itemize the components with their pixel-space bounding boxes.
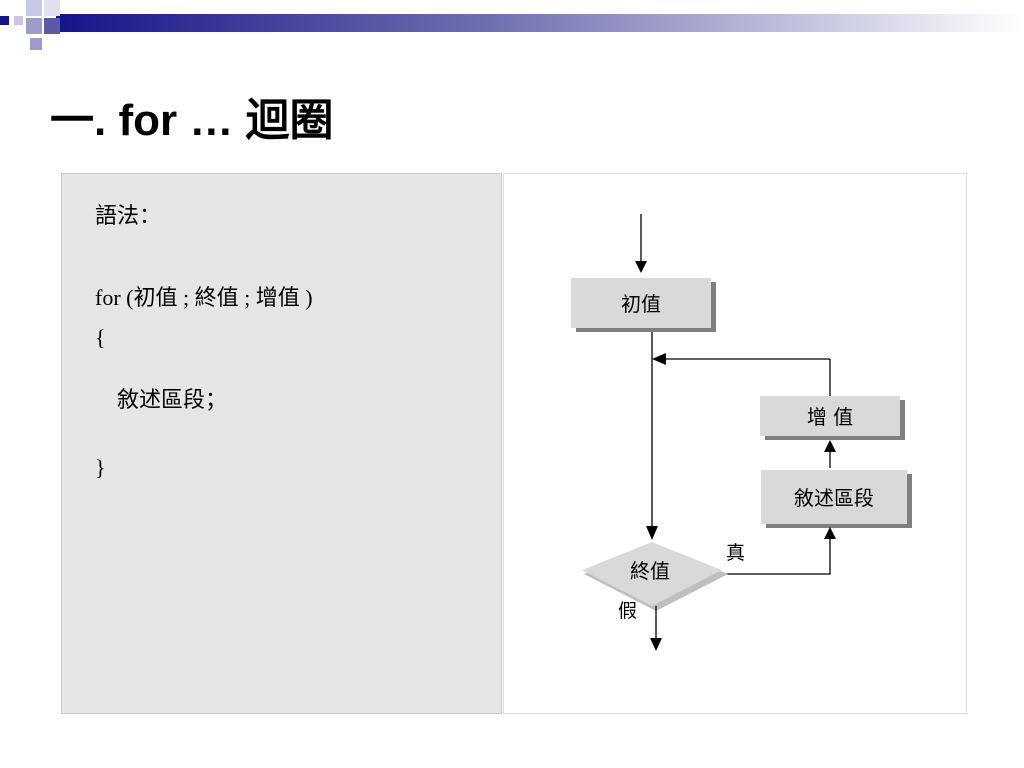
syntax-panel: 語法： for (初值 ; 終值 ; 增值 ) { 敘述區段； } — [61, 173, 502, 714]
increment-arrowhead — [824, 440, 836, 452]
code-open-brace: { — [95, 325, 106, 350]
init-box — [571, 278, 711, 328]
header-square-1 — [0, 16, 9, 25]
condition-label: 終值 — [630, 559, 670, 583]
slide-title: 一. for … 迴圈 — [50, 96, 334, 145]
header-square-4 — [26, 18, 42, 34]
flowchart: 初值 增 值 敘述區段 真 終值 假 — [571, 214, 912, 651]
increment-label: 增 值 — [807, 405, 853, 429]
entry-arrowhead — [635, 261, 647, 273]
body-label: 敘述區段 — [794, 486, 874, 510]
true-label: 真 — [726, 542, 745, 564]
exit-arrowhead — [650, 638, 662, 651]
header-square-6 — [44, 18, 60, 34]
header-square-7 — [30, 38, 42, 50]
increment-box — [760, 396, 900, 436]
code-body-line: 敘述區段； — [95, 387, 228, 412]
header-square-2 — [14, 16, 23, 25]
header-square-3 — [26, 0, 42, 16]
header-square-5 — [44, 0, 60, 16]
header-gradient-bar — [56, 14, 1024, 32]
init-label: 初值 — [621, 292, 661, 316]
body-arrowhead — [824, 527, 836, 539]
code-close-brace: } — [95, 455, 106, 480]
flowchart-panel: 初值 增 值 敘述區段 真 終值 假 — [503, 173, 967, 714]
false-label: 假 — [618, 600, 637, 622]
header-decoration — [0, 0, 1024, 50]
loop-back-arrowhead — [652, 353, 666, 365]
syntax-label: 語法： — [95, 203, 162, 228]
body-box — [761, 470, 907, 524]
code-for-line: for (初值 ; 終值 ; 增值 ) — [95, 285, 313, 310]
condition-arrowhead — [646, 526, 658, 540]
true-branch-line — [716, 539, 831, 575]
condition-diamond — [582, 542, 722, 606]
